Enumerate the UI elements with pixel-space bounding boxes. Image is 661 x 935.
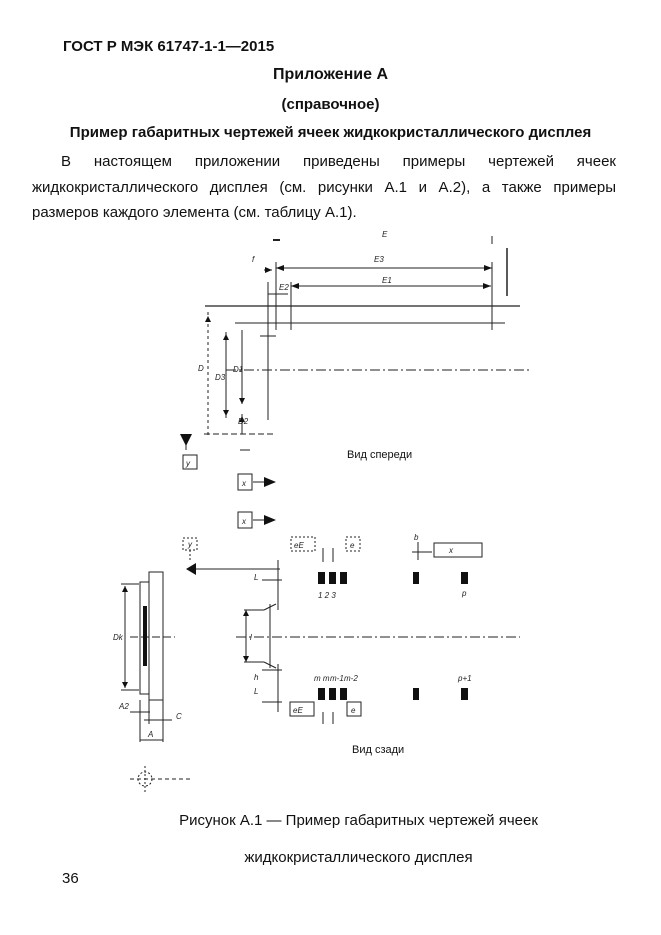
label-l: l [250,633,252,642]
label-L-top: L [254,573,258,582]
label-b: b [414,533,419,542]
label-A: A [147,730,153,739]
pin-numbers-top: 1 2 3 [318,591,336,600]
view-front-label: Вид спереди [347,449,412,461]
label-f: f [252,255,255,264]
label-A2: A2 [118,702,129,711]
label-D: D [198,364,204,373]
label-D1: D1 [233,365,243,374]
label-L-bottom: L [254,687,258,696]
label-p1: p+1 [457,674,472,683]
label-e-top: e [350,541,355,550]
label-E1: E1 [382,276,392,285]
figure-caption-line2: жидкокристаллического дисплея [244,849,473,866]
label-E3: E3 [374,255,384,264]
label-D2: D2 [238,417,249,426]
datum-y-back: y [187,540,193,549]
datum-x-1: x [241,479,247,488]
label-D3: D3 [215,373,226,382]
label-eE-top: eE [294,541,304,550]
page-number: 36 [62,870,79,887]
label-E: E [382,230,388,239]
figure-caption-line1: Рисунок А.1 — Пример габаритных чертежей… [179,812,538,829]
label-Dk: Dk [113,633,124,642]
label-eE-bottom: eE [293,706,303,715]
label-E2: E2 [279,283,289,292]
document-header: ГОСТ Р МЭК 61747-1-1—2015 [63,38,275,55]
label-h: h [254,673,259,682]
view-back-label: Вид сзади [352,744,404,756]
label-C: C [176,712,182,721]
pin-m: m m [314,674,330,683]
appendix-title: Приложение А [272,66,389,83]
label-e-bottom: e [351,706,356,715]
section-title: Пример габаритных чертежей ячеек жидкокр… [69,124,592,141]
pin-m-2: m-2 [344,674,358,683]
label-p: p [461,589,467,598]
appendix-subtitle: (справочное) [281,96,380,113]
tolerance-frame: x [448,546,454,555]
datum-y-front: y [185,459,191,468]
pin-m-1: m-1 [330,674,344,683]
intro-paragraph: В настоящем приложении приведены примеры… [32,153,616,221]
datum-x-2: x [241,517,247,526]
